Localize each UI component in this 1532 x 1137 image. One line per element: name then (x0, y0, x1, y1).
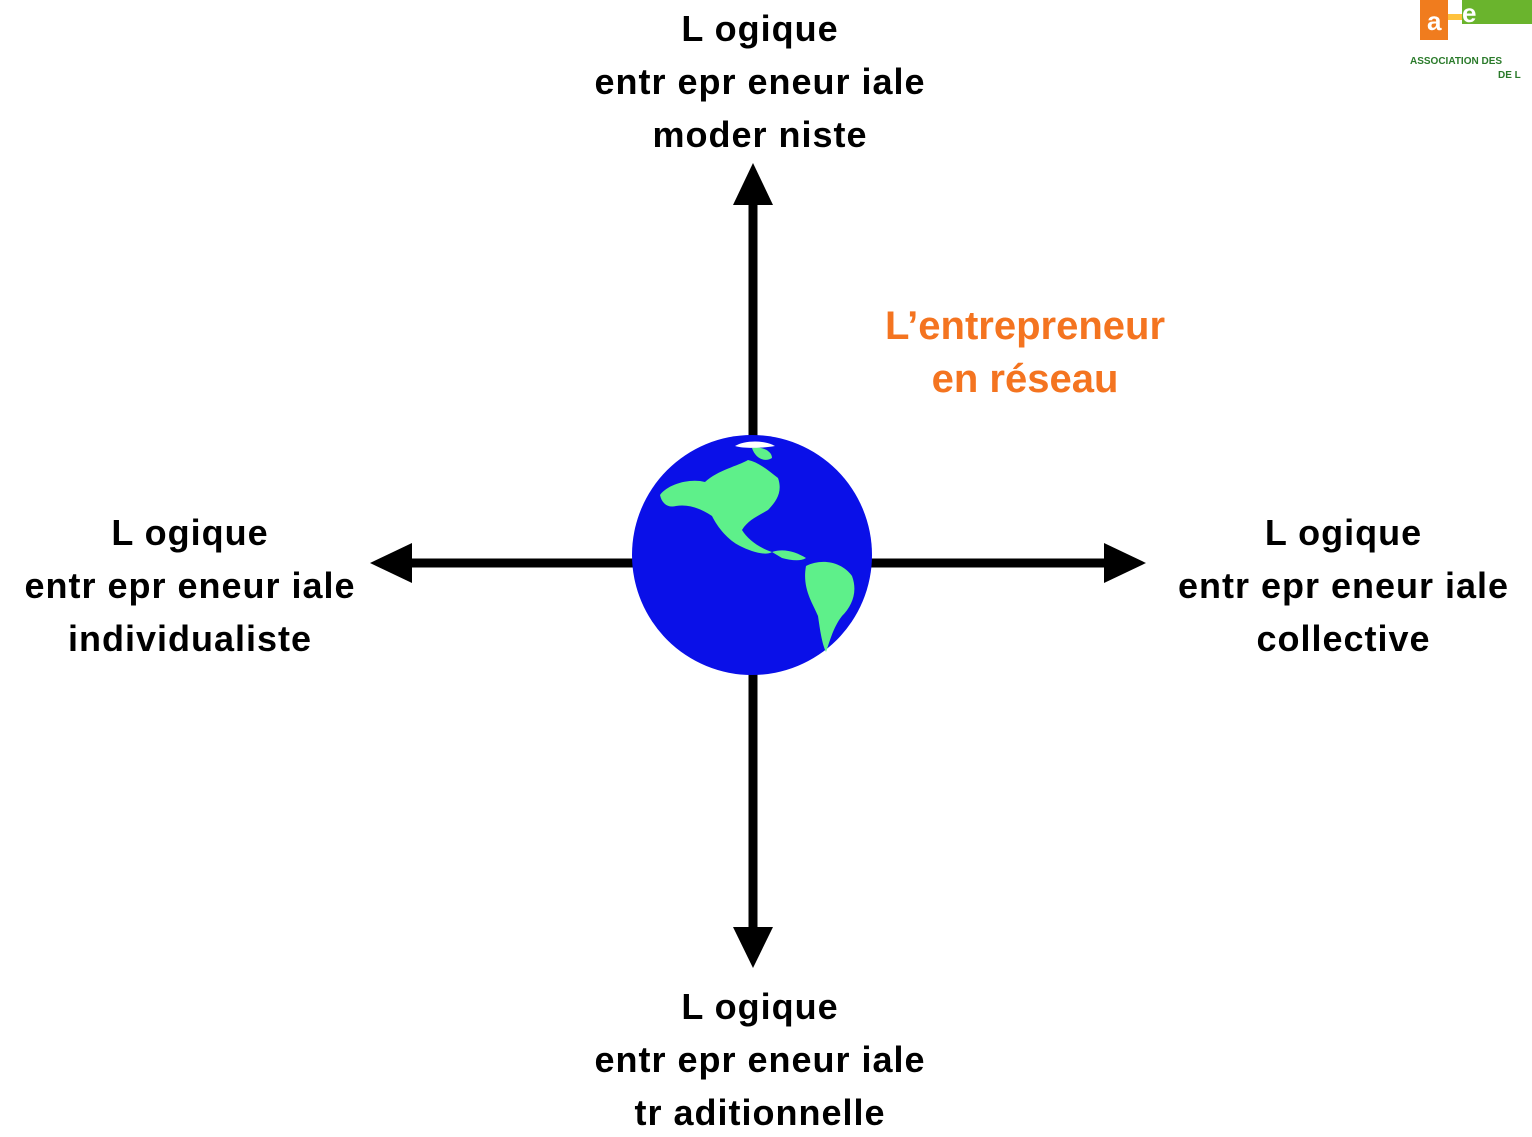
axis-label-bottom: L ogique entr epr eneur iale tr aditionn… (560, 980, 960, 1137)
axis-label-top-line-2: entr epr eneur iale (594, 61, 926, 102)
axis-label-right-line-1: L ogique (1264, 512, 1423, 553)
arrowhead-left (370, 543, 412, 583)
globe-icon (632, 435, 872, 675)
axis-label-left-line-2: entr epr eneur iale (24, 565, 356, 606)
association-logo: a e ASSOCIATION DES DE L (1400, 0, 1532, 100)
logo-graphic: a e ASSOCIATION DES DE L (1410, 0, 1532, 81)
axis-label-top-line-3: moder niste (652, 114, 868, 155)
svg-text:a: a (1427, 6, 1442, 36)
axis-label-bottom-line-1: L ogique (681, 986, 839, 1027)
svg-text:ASSOCIATION DES: ASSOCIATION DES (1410, 56, 1502, 67)
axis-label-bottom-line-2: entr epr eneur iale (594, 1039, 926, 1080)
axis-label-top-line-1: L ogique (681, 8, 839, 49)
svg-text:e: e (1462, 0, 1476, 28)
axis-label-right-line-3: collective (1256, 618, 1431, 659)
arrowhead-right (1104, 543, 1146, 583)
axis-label-left-line-3: individualiste (67, 618, 313, 659)
axis-label-top: L ogique entr epr eneur iale moder niste (560, 2, 960, 161)
arrowhead-down (733, 927, 773, 968)
quadrant-highlight-label: L’entrepreneur en réseau (820, 300, 1230, 406)
highlight-line-1: L’entrepreneur (884, 304, 1166, 348)
axis-label-left-line-1: L ogique (111, 512, 269, 553)
axis-label-left: L ogique entr epr eneur iale individuali… (0, 506, 380, 665)
axis-label-right-line-2: entr epr eneur iale (1177, 565, 1510, 606)
axis-label-bottom-line-3: tr aditionnelle (634, 1092, 886, 1133)
axis-label-right: L ogique entr epr eneur iale collective (1155, 506, 1532, 665)
arrowhead-up (733, 163, 773, 205)
svg-text:DE L: DE L (1498, 70, 1521, 81)
highlight-line-2: en réseau (931, 357, 1119, 401)
